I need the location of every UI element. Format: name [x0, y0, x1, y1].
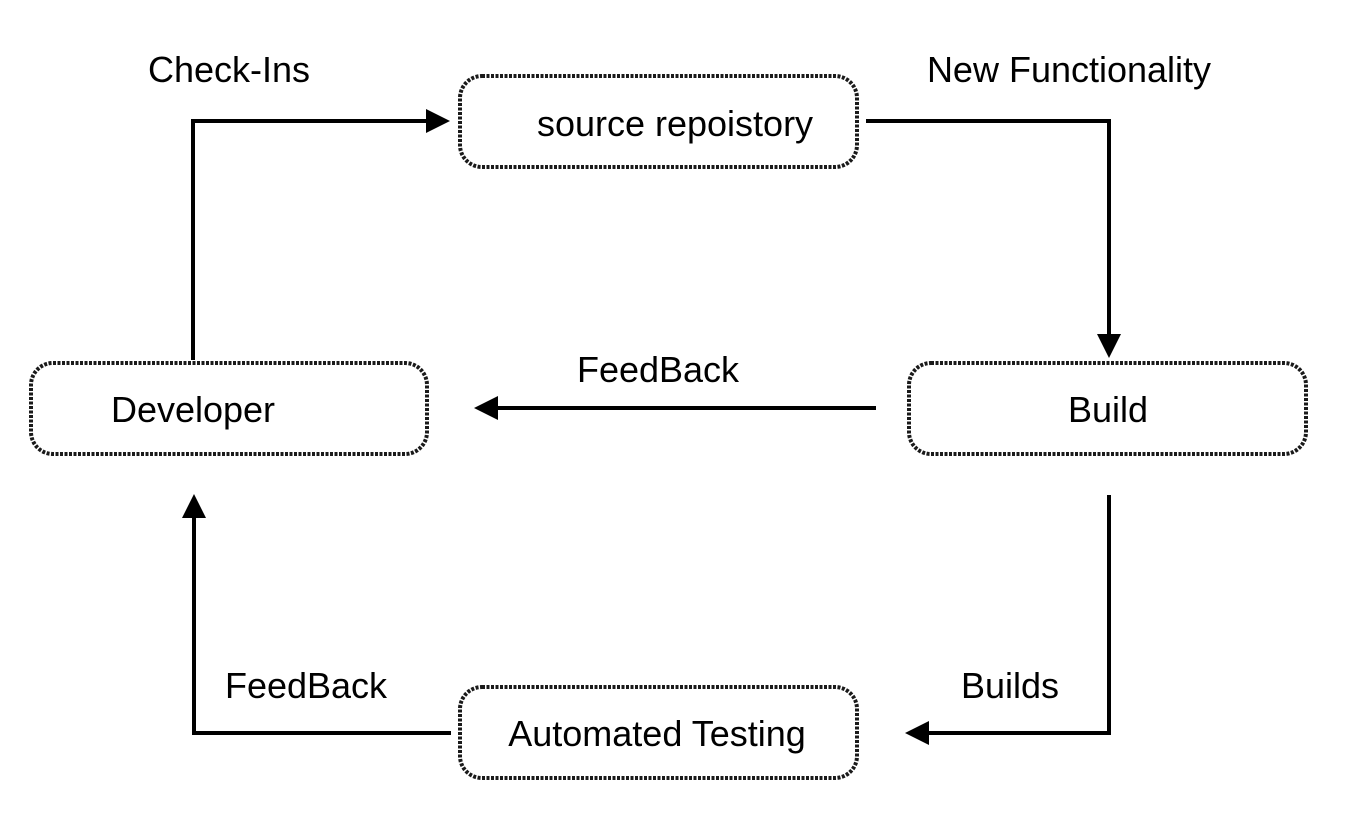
- edge-builds-arrowhead: [905, 721, 929, 745]
- node-build-box: [907, 361, 1308, 456]
- edge-new-functionality-label: New Functionality: [927, 49, 1211, 90]
- edge-builds-line: [928, 495, 1111, 735]
- edge-feedback-build: FeedBack: [474, 349, 876, 420]
- node-source-repository-box: [458, 74, 859, 169]
- edge-feedback-build-arrowhead: [474, 396, 498, 420]
- node-build-label: Build: [1068, 389, 1148, 430]
- edge-check-ins-arrowhead: [426, 109, 450, 133]
- edge-builds: Builds: [905, 495, 1111, 745]
- edge-new-functionality-arrowhead: [1097, 334, 1121, 358]
- node-automated-testing-box: [458, 685, 859, 780]
- edge-check-ins: Check-Ins: [148, 49, 450, 360]
- node-source-repository: source repoistory: [458, 74, 859, 169]
- edge-feedback-testing: FeedBack: [182, 494, 451, 735]
- edge-check-ins-label: Check-Ins: [148, 49, 310, 90]
- node-automated-testing-label: Automated Testing: [508, 713, 806, 754]
- node-developer-label: Developer: [111, 389, 275, 430]
- edge-check-ins-line: [191, 119, 428, 360]
- edge-new-functionality-line: [866, 119, 1111, 336]
- node-developer-box: [29, 361, 429, 456]
- edge-feedback-build-label: FeedBack: [577, 349, 740, 390]
- edge-builds-label: Builds: [961, 665, 1059, 706]
- node-build: Build: [907, 361, 1308, 456]
- edge-feedback-testing-label: FeedBack: [225, 665, 388, 706]
- node-automated-testing: Automated Testing: [458, 685, 859, 780]
- edge-feedback-testing-arrowhead: [182, 494, 206, 518]
- edge-feedback-testing-line: [192, 516, 451, 735]
- node-source-repository-label: source repoistory: [537, 103, 813, 144]
- edge-new-functionality: New Functionality: [866, 49, 1211, 358]
- node-developer: Developer: [29, 361, 429, 456]
